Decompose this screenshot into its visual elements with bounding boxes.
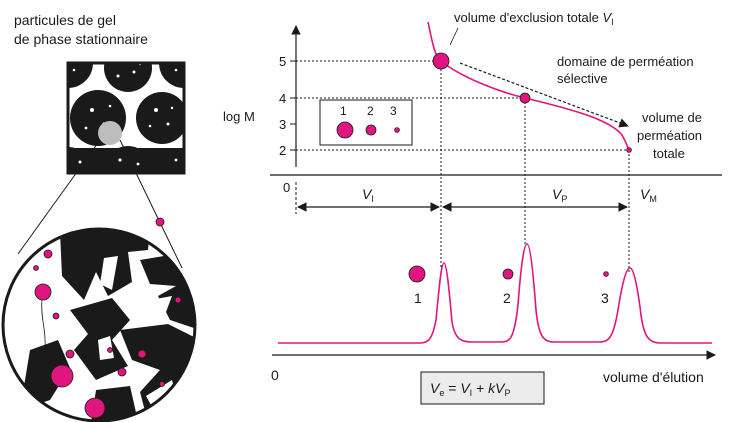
vi-label: VI: [362, 186, 374, 204]
legend-number-1: 1: [340, 104, 347, 118]
total-label-line3: totale: [653, 146, 685, 161]
calibration-curve: [427, 21, 630, 151]
peak-molecule-2: [502, 268, 514, 280]
curve-point-3: [626, 147, 632, 153]
elution-formula: Ve = VI + kVP: [420, 371, 545, 405]
y-tick-2: 2: [279, 143, 286, 158]
legend-dot-2: [365, 124, 377, 136]
chromatogram: 0 volume d'élution 1 2 3: [271, 243, 716, 385]
log-m-label: log M: [223, 109, 255, 124]
exclusion-annotation: volume d'exclusion totale VI: [454, 10, 614, 27]
volume-axis: 0 VI VP VM: [270, 174, 722, 214]
legend-dot-3: [394, 127, 400, 133]
calibration-plot: log M 5 4 3 2 volume d'exclusion totale …: [223, 10, 702, 272]
curve-point-2: [519, 92, 531, 104]
peak-molecule-3: [603, 271, 609, 277]
peak-label-3: 3: [601, 290, 609, 306]
y-tick-4: 4: [279, 91, 286, 106]
zoom-highlight: [98, 121, 122, 145]
vm-label: VM: [640, 186, 657, 204]
pore-molecules: [33, 217, 182, 419]
volume-zero: 0: [283, 180, 290, 195]
y-tick-5: 5: [279, 54, 286, 69]
total-label-line2: perméation: [637, 128, 702, 143]
gel-particles-square: [66, 61, 186, 175]
y-tick-3: 3: [279, 117, 286, 132]
formula-text: Ve = VI + kVP: [430, 380, 511, 398]
legend-dot-1: [336, 121, 354, 139]
legend-number-2: 2: [367, 104, 374, 118]
chromatogram-trace: [278, 243, 712, 344]
total-label-line1: volume de: [642, 110, 702, 125]
selective-label-line2: sélective: [557, 71, 608, 86]
legend-number-3: 3: [390, 104, 397, 118]
peak-label-1: 1: [414, 290, 422, 306]
curve-point-1: [432, 52, 450, 70]
elution-origin: 0: [271, 367, 279, 383]
peak-label-2: 2: [503, 290, 511, 306]
elution-axis-label: volume d'élution: [603, 369, 704, 385]
magnified-pore: [1, 217, 197, 422]
left-title-line2: de phase stationnaire: [14, 31, 148, 47]
left-title-line1: particules de gel: [14, 12, 116, 28]
zoom-line-left: [17, 139, 101, 255]
guide-lines: [296, 60, 630, 272]
zoom-line-right: [119, 139, 183, 269]
selective-label-line1: domaine de perméation: [557, 54, 694, 69]
peak-molecule-1: [408, 265, 426, 283]
vp-label: VP: [552, 186, 567, 204]
size-legend: 1 2 3: [319, 99, 413, 146]
